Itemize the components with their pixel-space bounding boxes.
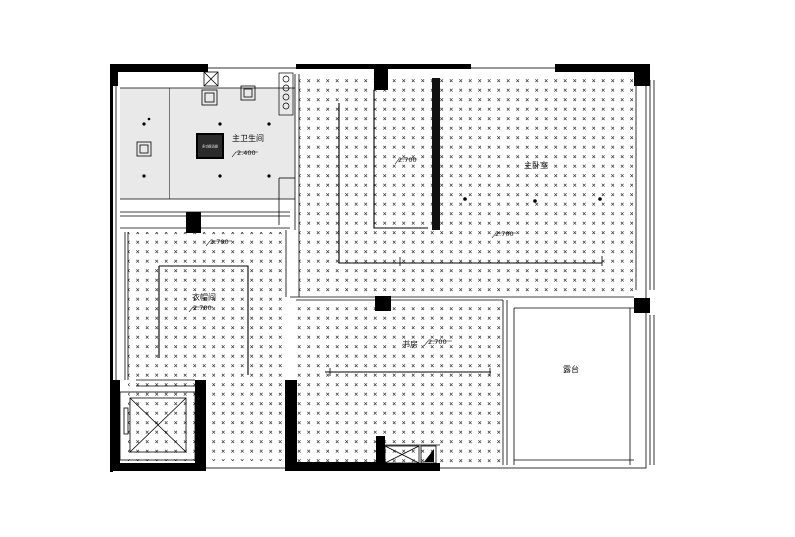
bedroom-light-strip (432, 78, 440, 230)
dressing-room-height-secondary: 2.700 (193, 304, 212, 312)
dressing-ceiling-pattern (128, 232, 286, 461)
bedroom-downlights (463, 197, 602, 203)
study-ceiling-pattern (297, 302, 503, 463)
study-label: 书房 (402, 339, 418, 349)
svg-text:多功能浴霸: 多功能浴霸 (202, 144, 218, 149)
master-bedroom-height-secondary: 2.700 (495, 230, 514, 238)
ceiling-trough-lines (158, 90, 602, 375)
bath-wall-fixtures (278, 72, 294, 116)
height-leaders (188, 151, 516, 347)
fan-wedge-icon (424, 449, 434, 462)
study-height: 2.700 (428, 338, 447, 346)
master-bedroom-label: 主卧室 (524, 160, 548, 170)
exhaust-fan-icon (203, 71, 437, 464)
downlight-icon (136, 85, 256, 157)
bath-divider (169, 88, 170, 199)
bath-heater-icon: 多功能浴霸 (196, 133, 224, 159)
dressing-room-label: 衣帽间 (192, 292, 216, 302)
elevator-shaft-icon (119, 391, 196, 461)
master-bedroom-height: 2.700 (398, 156, 417, 164)
terrace-label: 露台 (563, 364, 579, 374)
dressing-room-height: 2.700 (210, 238, 229, 246)
room-labels: 主卫生间 2.400 主卧室 2.700 2.700 衣帽间 2.700 2.7… (192, 133, 579, 374)
ceiling-areas (120, 74, 633, 463)
bath-dots (142, 117, 271, 178)
bedroom-ceiling-pattern (299, 74, 633, 297)
walls (110, 64, 650, 472)
master-bath-label: 主卫生间 (232, 133, 264, 143)
edge-marks (329, 256, 603, 376)
master-bath-height: 2.400 (237, 149, 256, 157)
